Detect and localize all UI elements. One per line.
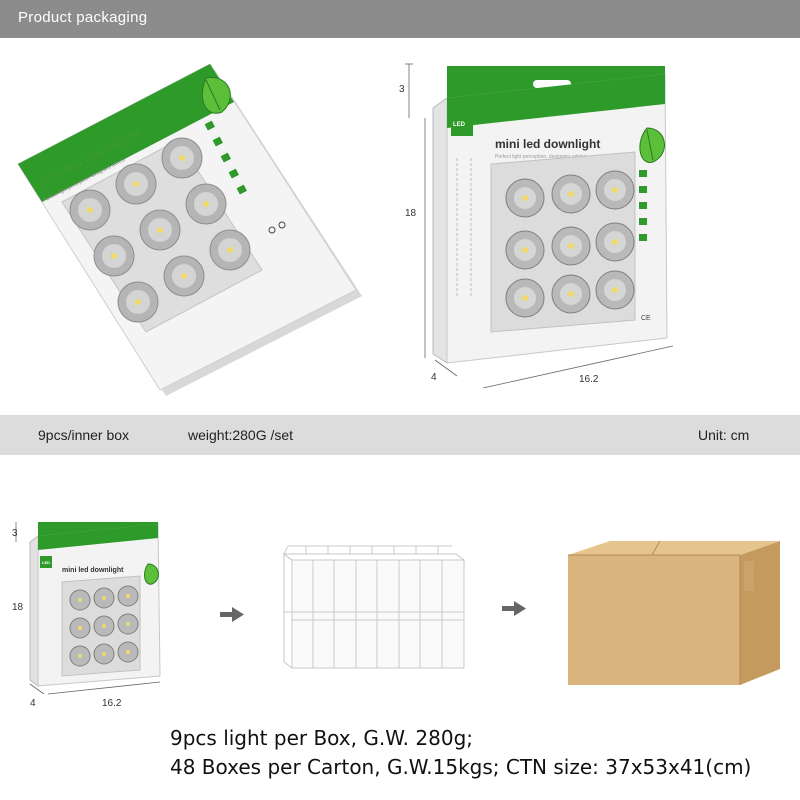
light-6 — [185, 183, 227, 225]
svg-text:LED: LED — [42, 560, 50, 565]
dimension-top: 3 — [399, 63, 413, 118]
svg-text:16.2: 16.2 — [579, 374, 599, 385]
leaf-icon — [639, 127, 665, 163]
cert-marks-icon — [268, 221, 286, 234]
leaf-icon — [201, 77, 231, 114]
header-bar: Product packaging — [0, 0, 800, 38]
dimension-depth: 4 — [29, 683, 45, 709]
stacked-boxes-diagram — [282, 545, 466, 669]
light-5 — [551, 226, 591, 266]
package-subtitle-front: Perfect light perception, designers advi… — [495, 154, 587, 160]
led-badge: LED — [453, 122, 466, 128]
light-2 — [115, 163, 157, 205]
inner-box-count: 9pcs/inner box — [38, 427, 130, 443]
arrow-right-icon — [220, 607, 244, 622]
svg-text:4: 4 — [431, 372, 437, 383]
light-8 — [163, 255, 205, 297]
light-7 — [505, 278, 545, 318]
dimension-width: 16.2 — [482, 345, 674, 388]
light-8 — [551, 274, 591, 314]
info-bar: 9pcs/inner box weight:280G /set Unit: cm — [0, 415, 800, 455]
light-4 — [93, 235, 135, 277]
weight-per-set: weight:280G /set — [188, 427, 294, 443]
dimension-height: 18 — [12, 602, 24, 613]
unit-label: Unit: cm — [698, 427, 750, 443]
light-1 — [505, 178, 545, 218]
light-1 — [69, 189, 111, 231]
light-7 — [117, 281, 159, 323]
cert-marks: CE — [641, 315, 651, 322]
package-thumbnail: 3 18 LED mini led downlight 4 16.2 — [12, 522, 161, 709]
package-photo-angled: mini led downlight Perfect light percept… — [17, 63, 362, 396]
section-title: Product packaging — [18, 9, 148, 26]
light-9 — [209, 229, 251, 271]
package-brand-title-front: mini led downlight — [495, 137, 600, 151]
light-3 — [595, 170, 635, 210]
light-6 — [595, 222, 635, 262]
svg-text:4: 4 — [30, 698, 36, 709]
light-4 — [505, 230, 545, 270]
light-3 — [161, 137, 203, 179]
light-grid — [69, 137, 251, 323]
thumbnail-brand-title: mini led downlight — [62, 567, 124, 574]
arrow-right-icon — [502, 601, 526, 616]
spec-list — [204, 120, 247, 195]
svg-text:18: 18 — [12, 602, 24, 613]
svg-text:16.2: 16.2 — [102, 698, 122, 709]
light-grid — [505, 170, 635, 318]
spec-list — [639, 170, 647, 241]
light-5 — [139, 209, 181, 251]
shipping-carton — [568, 540, 780, 685]
svg-text:3: 3 — [399, 84, 405, 95]
light-2 — [551, 174, 591, 214]
light-9 — [595, 270, 635, 310]
footer-line-2: 48 Boxes per Carton, G.W.15kgs; CTN size… — [170, 755, 752, 779]
footer-line-1: 9pcs light per Box, G.W. 280g; — [170, 726, 474, 750]
dimension-height: 18 — [405, 118, 426, 358]
dimension-depth: 4 — [431, 359, 458, 383]
dimension-top: 3 — [12, 522, 18, 542]
svg-text:18: 18 — [405, 208, 417, 219]
package-photo-front: 3 18 LED mini led downlight Perfect ligh… — [399, 63, 674, 388]
svg-text:3: 3 — [12, 528, 18, 539]
light-grid — [69, 585, 139, 667]
dimension-width: 16.2 — [47, 681, 161, 709]
